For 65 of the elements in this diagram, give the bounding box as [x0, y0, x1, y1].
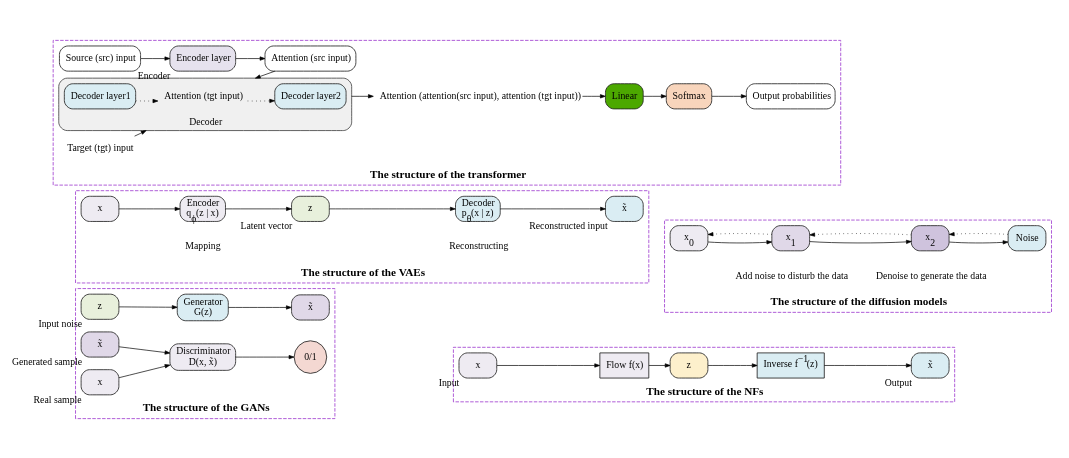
- arrow: [809, 232, 912, 237]
- node-label: Input noise: [38, 317, 83, 329]
- arrow: [118, 363, 171, 378]
- arrow: [948, 239, 1009, 244]
- node-box: Encoder layer: [169, 45, 237, 72]
- arrow: [135, 98, 159, 103]
- arrow: [809, 239, 912, 244]
- arrow: [228, 304, 292, 309]
- arrow: [235, 354, 295, 359]
- node-box: Noise: [1007, 224, 1047, 251]
- label: Mapping: [185, 239, 221, 251]
- arrow: [948, 231, 1009, 236]
- node-box: x: [80, 195, 120, 222]
- arrow: [247, 98, 275, 103]
- arrow: [707, 239, 773, 244]
- node-box: Output probabilities: [745, 82, 836, 109]
- node-text: Attention (tgt input): [164, 89, 243, 101]
- arrow: [707, 362, 758, 368]
- arrow: [351, 93, 374, 98]
- node-circle: 0/1: [293, 339, 328, 374]
- label: Denoise to generate the data: [876, 269, 987, 281]
- arrow: [255, 70, 276, 78]
- node-box: z: [669, 351, 709, 378]
- node-box: x: [458, 351, 498, 378]
- node-box: Softmax: [665, 82, 713, 109]
- node-text: Target (tgt) input: [67, 141, 134, 153]
- arrow: [499, 206, 606, 211]
- arrow: [329, 206, 456, 211]
- arrow: [824, 362, 912, 368]
- arrow: [643, 93, 667, 98]
- node-box: Decoder layer1: [63, 82, 137, 109]
- node-label: Latent vector: [240, 219, 293, 231]
- node-box: Generator G(z): [176, 293, 229, 321]
- node-box: x̃: [291, 293, 330, 320]
- node-box: Source (src) input: [59, 45, 141, 72]
- arrow: [648, 362, 671, 368]
- arrow: [225, 206, 292, 211]
- arrow: [118, 345, 171, 355]
- node-box: Attention (src input): [264, 45, 357, 72]
- node-box: x̃: [80, 331, 120, 357]
- node-box: x̃: [605, 195, 644, 222]
- node-box: x: [80, 368, 120, 395]
- arrow: [118, 206, 181, 211]
- node-box: x̃: [910, 351, 950, 378]
- node-label: Real sample: [33, 393, 82, 405]
- node-text: Attention (attention(src input), attention (tgt input)): [379, 89, 581, 101]
- arrow: [140, 56, 171, 61]
- node-box: Discriminator D(x, x̃): [169, 342, 237, 371]
- node-box: z: [291, 195, 330, 222]
- node-box: Linear: [605, 82, 644, 109]
- arrow: [134, 129, 147, 136]
- arrow: [235, 56, 266, 61]
- node-box: Decoder layer2: [274, 82, 347, 109]
- arrow: [582, 93, 606, 98]
- arrow: [711, 93, 747, 98]
- node-label: Generated sample: [11, 355, 83, 367]
- arrow: [118, 304, 178, 309]
- label: Reconstructing: [449, 239, 509, 251]
- label: Add noise to disturb the data: [735, 269, 849, 281]
- node-label: Output: [884, 376, 912, 388]
- arrow: [496, 362, 600, 368]
- node-label: Reconstructed input: [529, 219, 608, 231]
- node-box: Flow f(x): [599, 351, 650, 378]
- arrow: [707, 231, 773, 236]
- node-box: z: [80, 293, 120, 320]
